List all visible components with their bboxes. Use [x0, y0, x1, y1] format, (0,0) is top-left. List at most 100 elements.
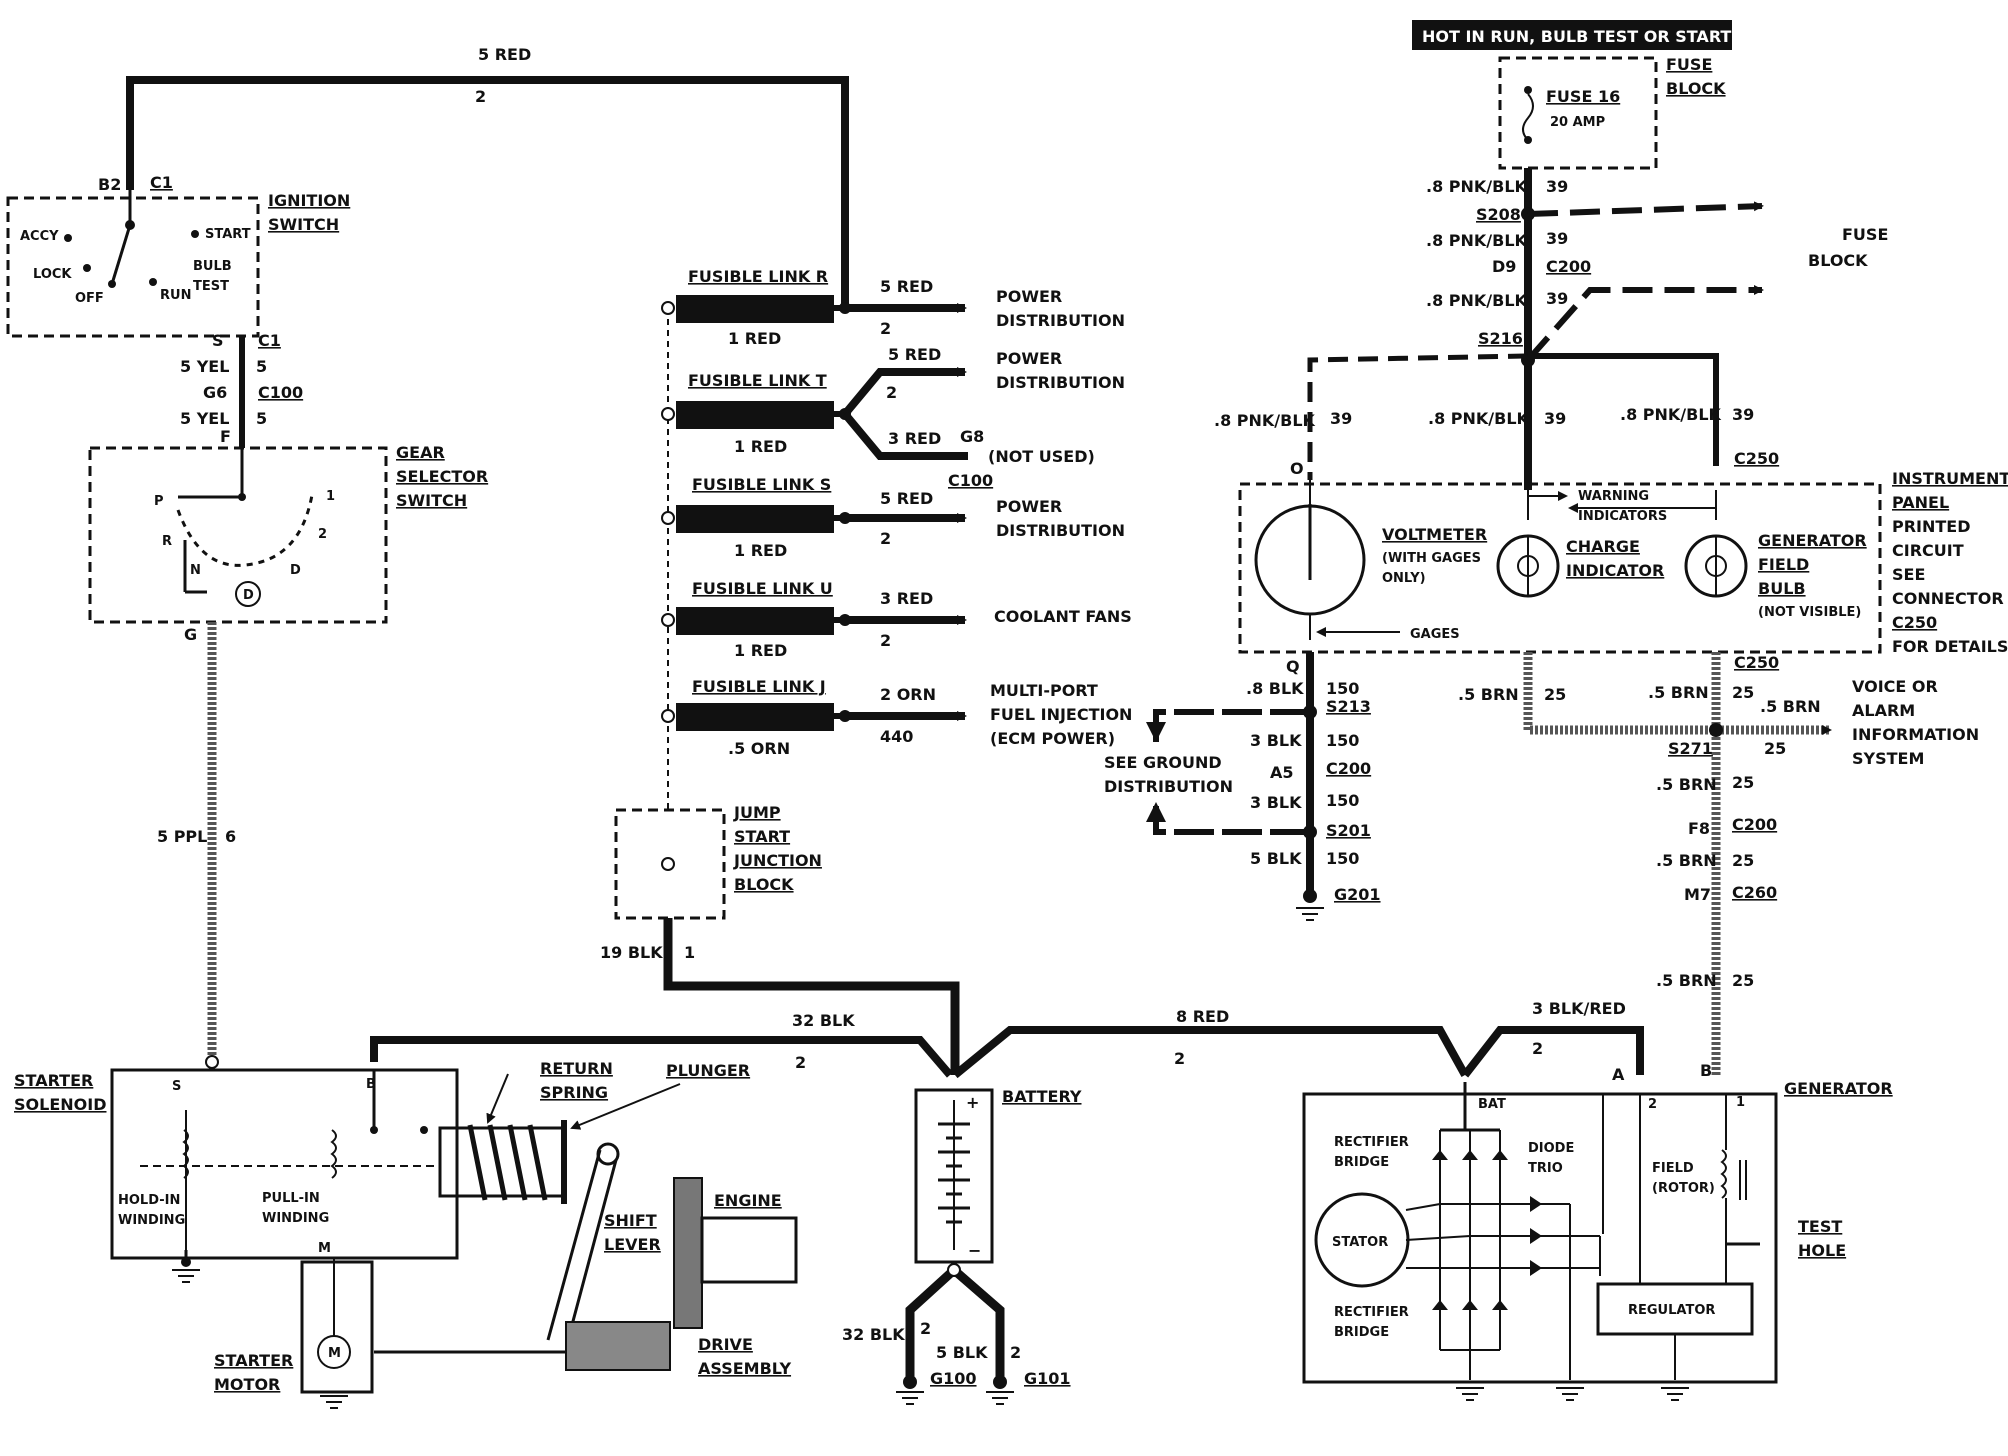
ip-side-2: PRINTED [1892, 517, 1971, 536]
gnd-dist-w4: 5 BLK [1250, 849, 1302, 868]
ip-right-c: 39 [1732, 405, 1754, 424]
gnd-dist-w3: 3 BLK [1250, 793, 1302, 812]
gnd-dist-w1c: 150 [1326, 679, 1359, 698]
fusible-link-r: FUSIBLE LINK R 1 RED 5 RED 2 POWER DISTR… [661, 267, 1125, 348]
f8: F8 [1688, 819, 1710, 838]
fuse-block-title1: FUSE [1666, 55, 1712, 74]
return-spring-2: SPRING [540, 1083, 608, 1102]
sol-term-m: M [318, 1241, 331, 1256]
starter-solenoid: STARTER SOLENOID S B M HOLD-IN WINDING P… [14, 1055, 459, 1267]
g101: G101 [1024, 1369, 1071, 1388]
voice-4: SYSTEM [1852, 749, 1924, 768]
regulator: REGULATOR [1628, 1303, 1715, 1318]
fusible-link-u: FUSIBLE LINK U 1 RED 3 RED 2 COOLANT FAN… [661, 579, 1132, 660]
ip-mid-c: 39 [1544, 409, 1566, 428]
gnd-w1c: 2 [920, 1319, 931, 1338]
gear-selector-switch: GEAR SELECTOR SWITCH P R N D 1 2 D G [88, 443, 488, 644]
term-f: F [220, 427, 231, 446]
link-t-dest2: DISTRIBUTION [996, 373, 1125, 392]
voice-2: ALARM [1852, 701, 1915, 720]
fuse-20-amp: 20 AMP [1550, 115, 1605, 130]
ip-right-w: .8 PNK/BLK [1620, 405, 1722, 424]
link-t-name: FUSIBLE LINK T [688, 371, 827, 390]
link-u-in: 1 RED [734, 641, 787, 660]
link-r-dest2: DISTRIBUTION [996, 311, 1125, 330]
fuse-block-title2: BLOCK [1666, 79, 1726, 98]
fuse-16: FUSE 16 [1546, 87, 1620, 106]
term-g6: G6 [203, 383, 227, 402]
ignition-switch-title2: SWITCH [268, 215, 339, 234]
g201: G201 [1334, 885, 1381, 904]
link-s-circuit: 2 [880, 529, 891, 548]
gen-bulb-1: GENERATOR [1758, 531, 1867, 550]
ip-mid-w: .8 PNK/BLK [1428, 409, 1530, 428]
ignition-switch: IGNITION SWITCH B2 C1 ACCY LOCK OFF RUN … [6, 173, 350, 350]
jump-3: JUNCTION [733, 851, 822, 870]
diode-trio-2: TRIO [1528, 1161, 1563, 1176]
link-r-dest1: POWER [996, 287, 1062, 306]
brn-w1c: 25 [1732, 683, 1754, 702]
link-s-dest1: POWER [996, 497, 1062, 516]
rect-top-2: BRIDGE [1334, 1155, 1389, 1170]
jump-wire: 19 BLK [600, 943, 663, 962]
sol-term-s: S [172, 1079, 181, 1094]
link-t-circuit: 2 [886, 383, 897, 402]
fuse-w2c: 39 [1546, 229, 1568, 248]
fusible-link-s: FUSIBLE LINK S 1 RED 5 RED 2 POWER DISTR… [661, 475, 1125, 560]
brn-out: .5 BRN [1760, 697, 1821, 716]
link-u-circuit: 2 [880, 631, 891, 650]
field-1: FIELD [1652, 1161, 1694, 1176]
charge-1: CHARGE [1566, 537, 1640, 556]
test-hole-1: TEST [1798, 1217, 1842, 1236]
jump-2: START [734, 827, 790, 846]
link-j-out: 2 ORN [880, 685, 936, 704]
link-t-out: 5 RED [888, 345, 941, 364]
gnd-dist-w1: .8 BLK [1246, 679, 1304, 698]
brn-left-c: 25 [1544, 685, 1566, 704]
gnd-dist-w2: 3 BLK [1250, 731, 1302, 750]
pos-run: RUN [160, 288, 191, 303]
gen-pin2: 2 [1648, 1097, 1657, 1112]
wire-5-yel-circuit-2: 5 [256, 409, 267, 428]
pos-accy: ACCY [20, 229, 59, 244]
gen-term-a: A [1612, 1065, 1625, 1084]
link-j-circuit: 440 [880, 727, 913, 746]
fusible-link-j: FUSIBLE LINK J .5 ORN 2 ORN 440 MULTI-PO… [661, 677, 1132, 758]
gear-2: 2 [318, 527, 327, 542]
gen-bulb-4: (NOT VISIBLE) [1758, 605, 1861, 620]
gen-feed-wire: 3 BLK/RED [1532, 999, 1626, 1018]
return-spring-1: RETURN [540, 1059, 613, 1078]
wire-5-ppl-circuit: 6 [225, 827, 236, 846]
ground-icon [172, 1269, 348, 1409]
gen-term-b: B [1700, 1061, 1712, 1080]
link-r-name: FUSIBLE LINK R [688, 267, 828, 286]
gnd-w2c: 2 [1010, 1343, 1021, 1362]
gear-title1: GEAR [396, 443, 445, 462]
link-s-in: 1 RED [734, 541, 787, 560]
starter-motor-1: STARTER [214, 1351, 293, 1370]
term-g: G [184, 625, 197, 644]
fuse-w1: .8 PNK/BLK [1426, 177, 1528, 196]
gear-p: P [154, 494, 164, 509]
link-j-dest1: MULTI-PORT [990, 681, 1098, 700]
ignition-switch-title: IGNITION [268, 191, 350, 210]
pull-in-1: PULL-IN [262, 1191, 320, 1206]
ip-left-c: 39 [1330, 409, 1352, 428]
fuse-right-2: BLOCK [1808, 251, 1868, 270]
m7: M7 [1684, 885, 1711, 904]
link-t-unused-term: G8 [960, 427, 984, 446]
ip-side-0: INSTRUMENT [1892, 469, 2008, 488]
s213: S213 [1326, 697, 1371, 716]
voice-1: VOICE OR [1852, 677, 1938, 696]
pos-start: START [205, 227, 251, 242]
wire-32-blk [370, 1036, 954, 1078]
link-r-circuit: 2 [880, 319, 891, 338]
wire-5-yel-circuit: 5 [256, 357, 267, 376]
term-b2: B2 [98, 175, 121, 194]
wire-5-red-top [126, 76, 849, 308]
pos-off: OFF [75, 291, 104, 306]
link-t-not-used: (NOT USED) [988, 447, 1095, 466]
pos-test: TEST [193, 279, 229, 294]
term-s: S [212, 331, 224, 350]
